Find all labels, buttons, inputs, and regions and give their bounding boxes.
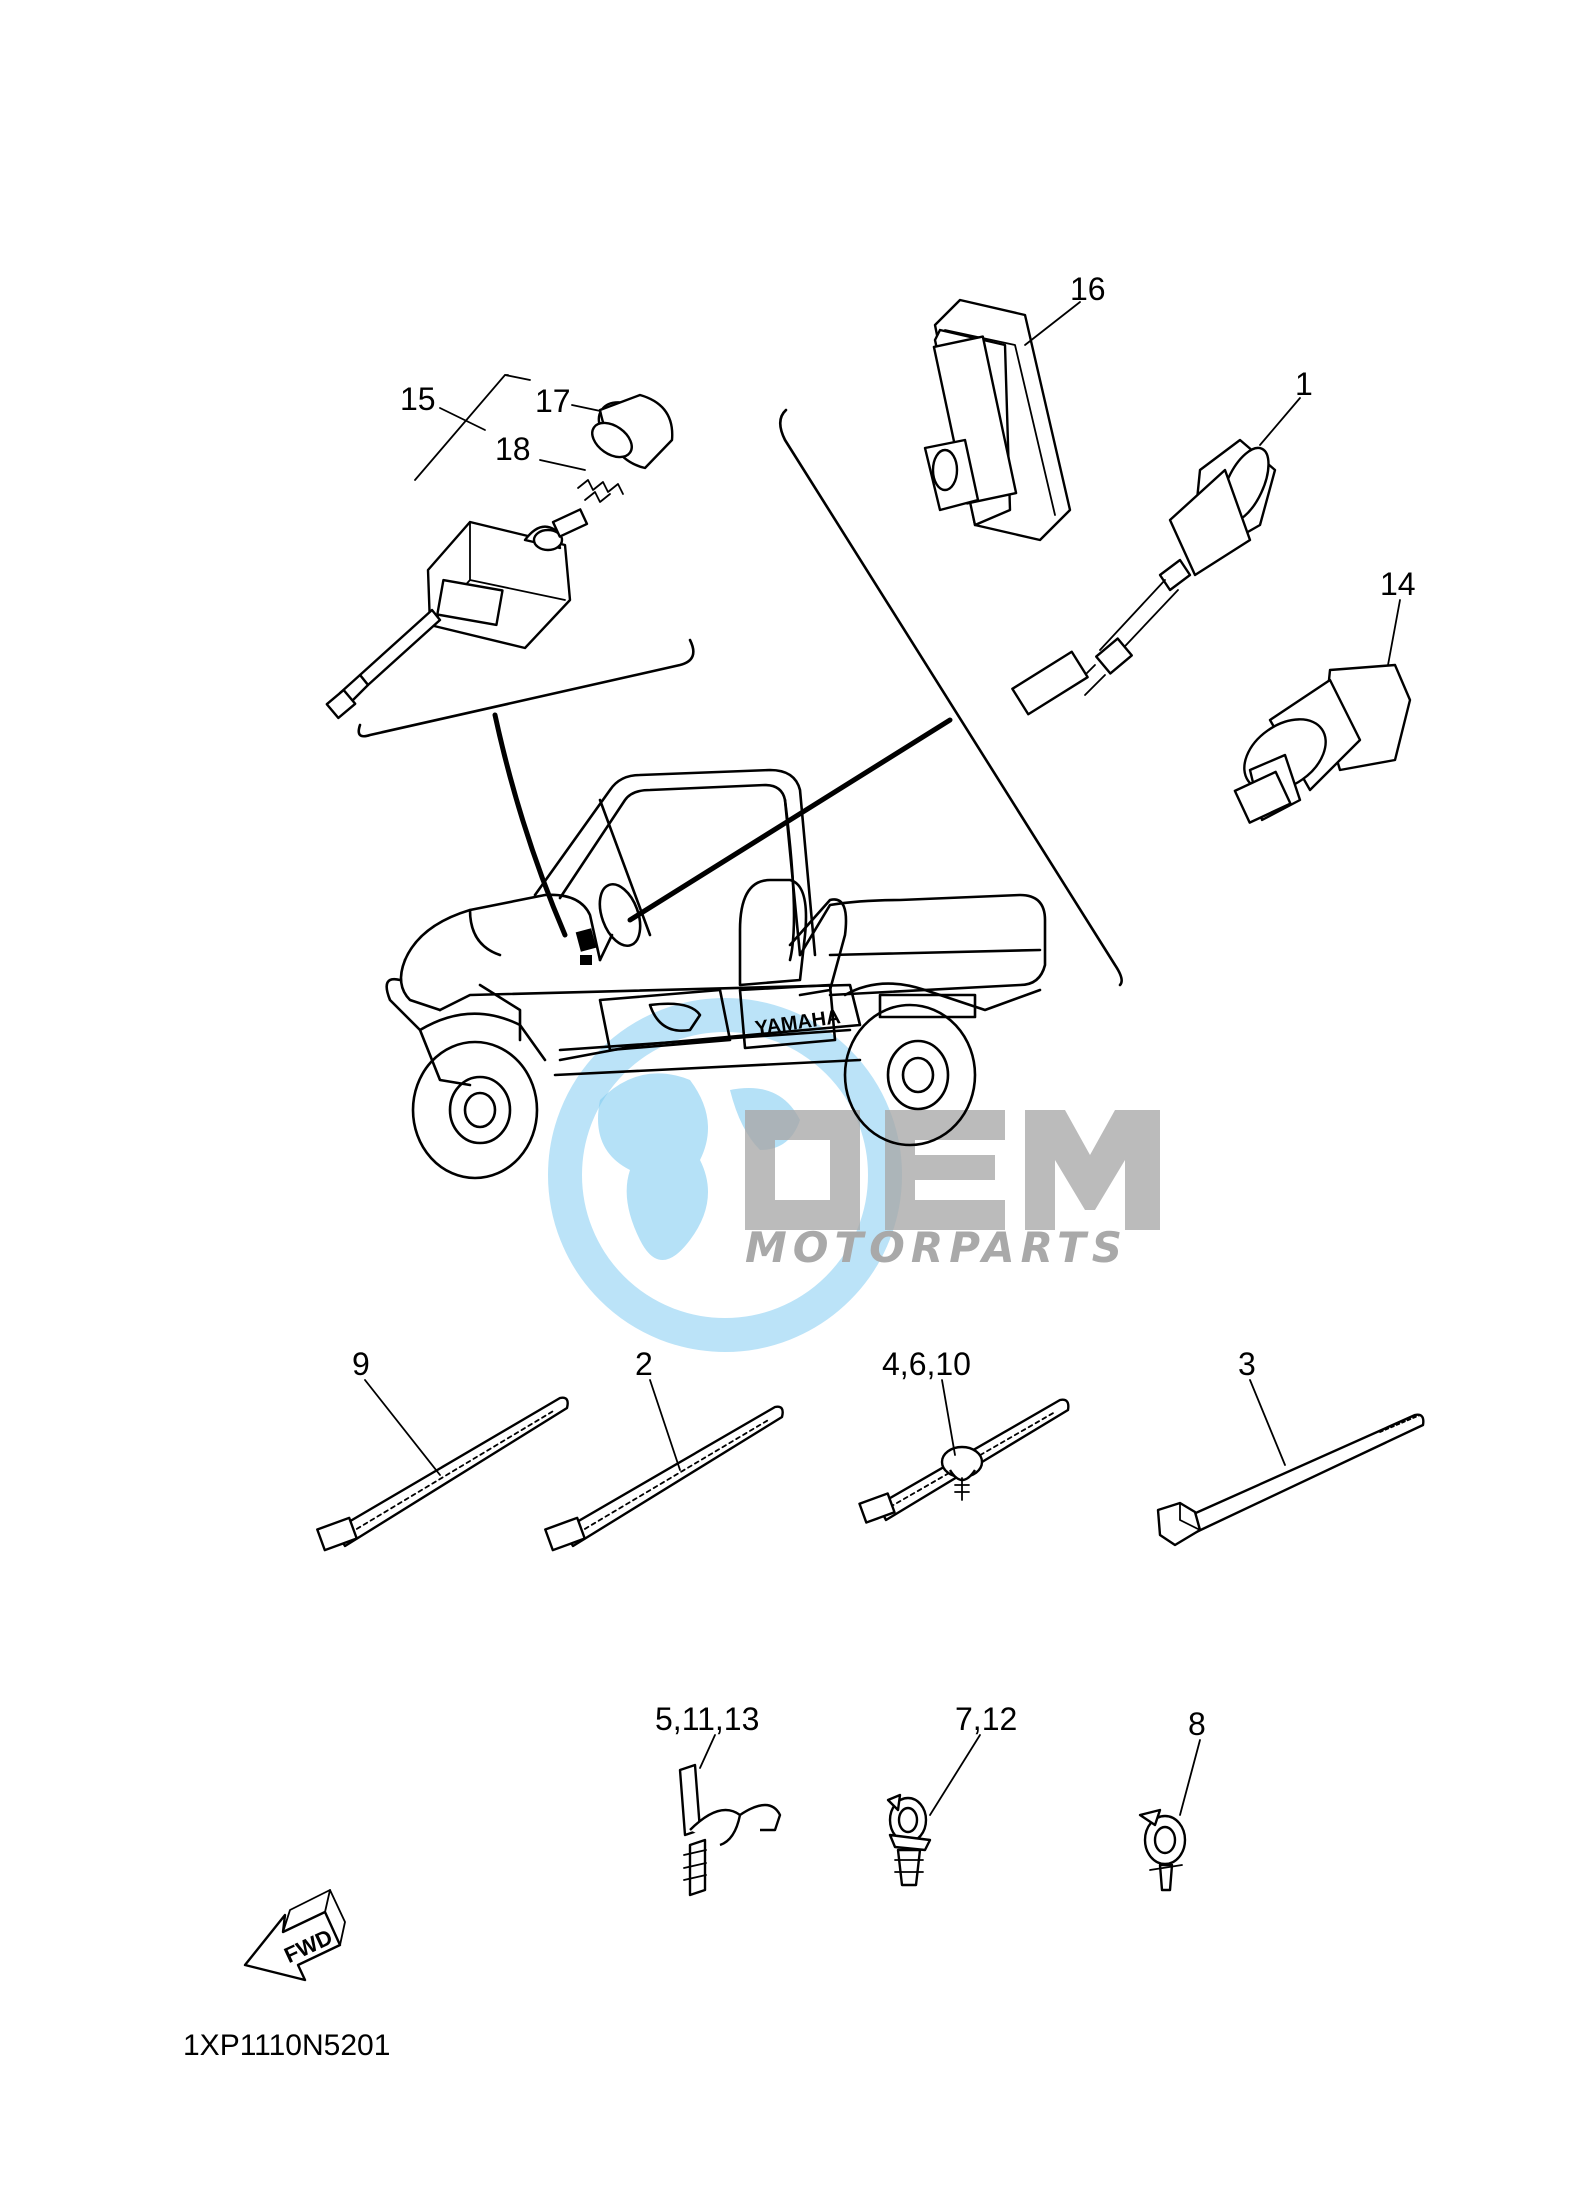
- clamp-8: [1138, 1808, 1187, 1892]
- clamp-5-11-13: [678, 1763, 782, 1897]
- knob-cap-part: [591, 393, 674, 470]
- clamps-row: 5,11,13 7,12 8: [655, 1701, 1206, 1897]
- cable-tie-3: [1156, 1413, 1425, 1547]
- callout-15: 15: [400, 381, 436, 417]
- switch-body-part: [325, 508, 589, 720]
- cable-tie-2: [544, 1405, 784, 1552]
- rear-wheel: [843, 1003, 977, 1147]
- sensor-part: [1233, 663, 1412, 824]
- right-parts-group: 16 1 14: [778, 271, 1416, 987]
- diagram-code: 1XP1110N5201: [183, 2029, 390, 2062]
- watermark-tagline: MOTORPARTS: [745, 1223, 1128, 1272]
- callout-8: 8: [1188, 1706, 1206, 1742]
- callout-14: 14: [1380, 566, 1416, 602]
- callout-4-6-10: 4,6,10: [882, 1346, 971, 1382]
- cable-tie-4-6-10: [858, 1398, 1070, 1524]
- knob-assembly-group: 15 17 18: [325, 374, 695, 738]
- callout-2: 2: [635, 1346, 653, 1382]
- callout-9: 9: [352, 1346, 370, 1382]
- callout-5-11-13: 5,11,13: [655, 1701, 759, 1737]
- callout-17: 17: [535, 383, 571, 419]
- cable-tie-9: [316, 1396, 569, 1552]
- panel-connector-part: [923, 298, 1072, 542]
- watermark-oem-logo: [745, 1110, 1160, 1230]
- spring-part: [577, 479, 624, 503]
- callout-7-12: 7,12: [955, 1701, 1017, 1737]
- callout-1: 1: [1295, 366, 1313, 402]
- callout-16: 16: [1070, 271, 1106, 307]
- fwd-arrow-icon: FWD: [243, 1889, 346, 1982]
- clamp-7-12: [886, 1793, 932, 1887]
- cable-ties-row: 9 2 4,6,10 3: [316, 1346, 1425, 1552]
- watermark: MOTORPARTS: [548, 998, 1160, 1352]
- vehicle-outline: YAMAHA: [385, 712, 1047, 1180]
- callout-3: 3: [1238, 1346, 1256, 1382]
- front-wheel: [411, 1040, 539, 1180]
- socket-part: [1011, 438, 1277, 716]
- callout-18: 18: [495, 431, 531, 467]
